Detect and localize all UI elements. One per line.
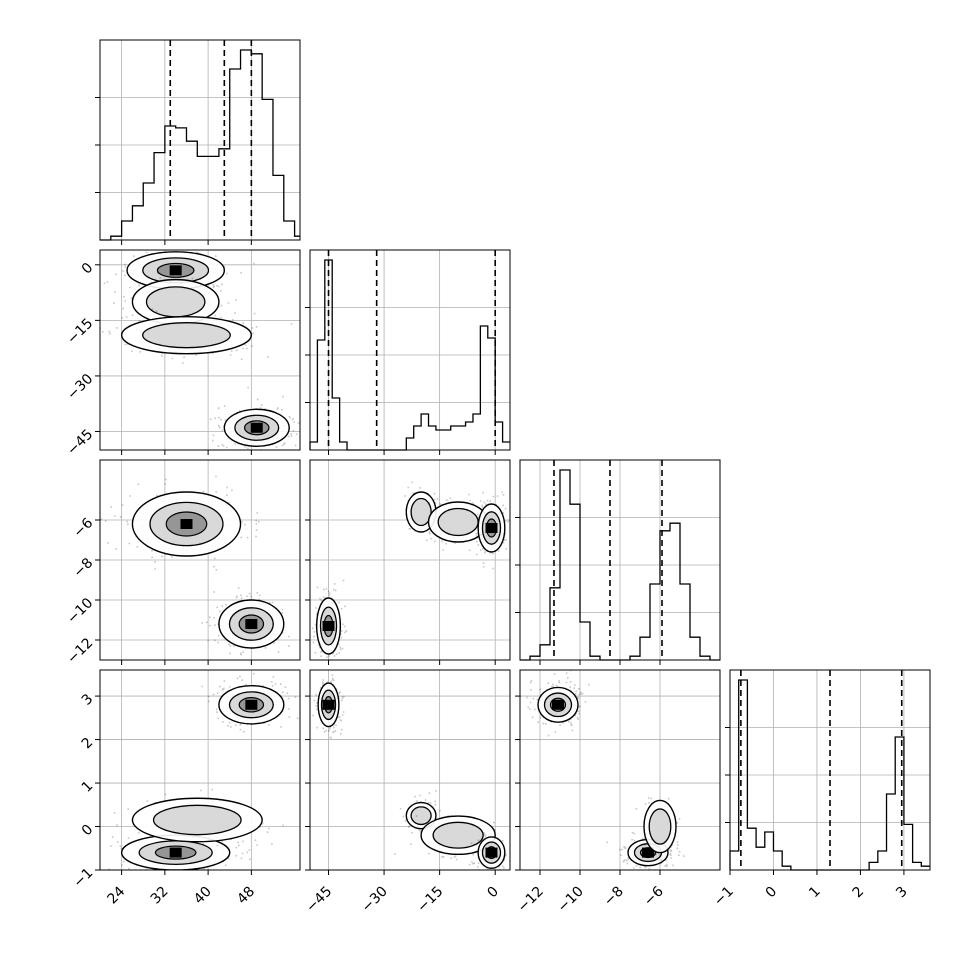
contour-mid (145, 286, 206, 318)
scatter-points (100, 304, 293, 364)
y-tick-label: −15 (64, 315, 96, 347)
x-tick-label: −12 (515, 884, 547, 916)
histogram-panel-0 (95, 39, 301, 241)
density-peak (169, 847, 182, 858)
x-tick-label: −10 (555, 884, 587, 916)
x-tick-label: −30 (359, 884, 391, 916)
scatter-points (312, 579, 348, 658)
density-content (520, 670, 720, 870)
histogram-frame (99, 39, 301, 241)
x-tick-label: 0 (763, 884, 781, 902)
density-content (310, 460, 510, 660)
density-peak (250, 422, 263, 433)
y-tick-label: −10 (64, 595, 96, 627)
contour-mid (437, 507, 479, 537)
density-frame (309, 669, 511, 871)
y-tick-label: −30 (64, 371, 96, 403)
y-tick-label: 2 (79, 735, 97, 753)
contour-mid (152, 804, 242, 836)
density-peak (485, 847, 498, 858)
y-tick-label: −45 (64, 427, 96, 459)
density-peak (642, 847, 654, 858)
x-tick-label: 1 (806, 884, 824, 902)
x-tick-label: −45 (303, 884, 335, 916)
x-tick-label: 40 (191, 884, 215, 908)
density-panel-1-3 (309, 669, 511, 871)
x-tick-label: 32 (148, 884, 172, 908)
density-content (100, 250, 300, 450)
density-peak (169, 265, 182, 276)
histogram-frame (309, 249, 511, 451)
contour-mid (432, 821, 484, 849)
histogram-panel-2 (515, 459, 721, 661)
contour-mid (648, 808, 672, 845)
density-peak (485, 523, 498, 533)
density-frame (99, 669, 301, 871)
density-panel-2-3 (519, 669, 721, 871)
histogram-frame (729, 669, 931, 871)
x-tick-label: 24 (105, 883, 129, 907)
density-peak (552, 699, 564, 710)
density-peak (245, 699, 258, 710)
histogram-step (100, 49, 300, 241)
y-tick-label: 3 (79, 691, 97, 709)
density-peak (180, 519, 193, 529)
density-frame (99, 249, 301, 451)
y-tick-label: 0 (79, 260, 97, 278)
y-tick-label: −8 (70, 555, 96, 581)
x-tick-label: −1 (711, 884, 737, 910)
x-tick-label: 3 (893, 884, 911, 902)
x-tick-label: 2 (850, 884, 868, 902)
density-panel-0-3 (99, 669, 301, 871)
density-content (100, 670, 300, 870)
density-peak (322, 699, 335, 710)
histogram-panel-1 (305, 249, 511, 451)
x-tick-label: −6 (641, 883, 667, 909)
contour-mid (410, 497, 432, 527)
density-peak (322, 621, 335, 631)
density-panel-1-2 (309, 459, 511, 661)
density-panel-0-2 (99, 459, 301, 661)
x-tick-label: 0 (484, 884, 502, 902)
y-tick-label: 0 (79, 822, 97, 840)
density-peak (245, 619, 258, 629)
y-tick-label: 1 (79, 778, 97, 796)
y-tick-label: −6 (70, 515, 96, 541)
density-content (310, 670, 510, 870)
x-tick-label: −8 (601, 884, 627, 910)
x-tick-label: 48 (234, 884, 258, 908)
y-tick-label: −1 (70, 865, 96, 891)
density-panel-0-1 (99, 249, 301, 451)
contour-mid (142, 322, 231, 349)
density-content (100, 460, 300, 660)
x-tick-label: −15 (414, 884, 446, 916)
scatter-points (606, 831, 685, 870)
contour-mid (410, 806, 432, 826)
histogram-step (309, 259, 510, 451)
y-tick-label: −12 (64, 635, 96, 667)
histogram-panel-3 (725, 669, 931, 871)
